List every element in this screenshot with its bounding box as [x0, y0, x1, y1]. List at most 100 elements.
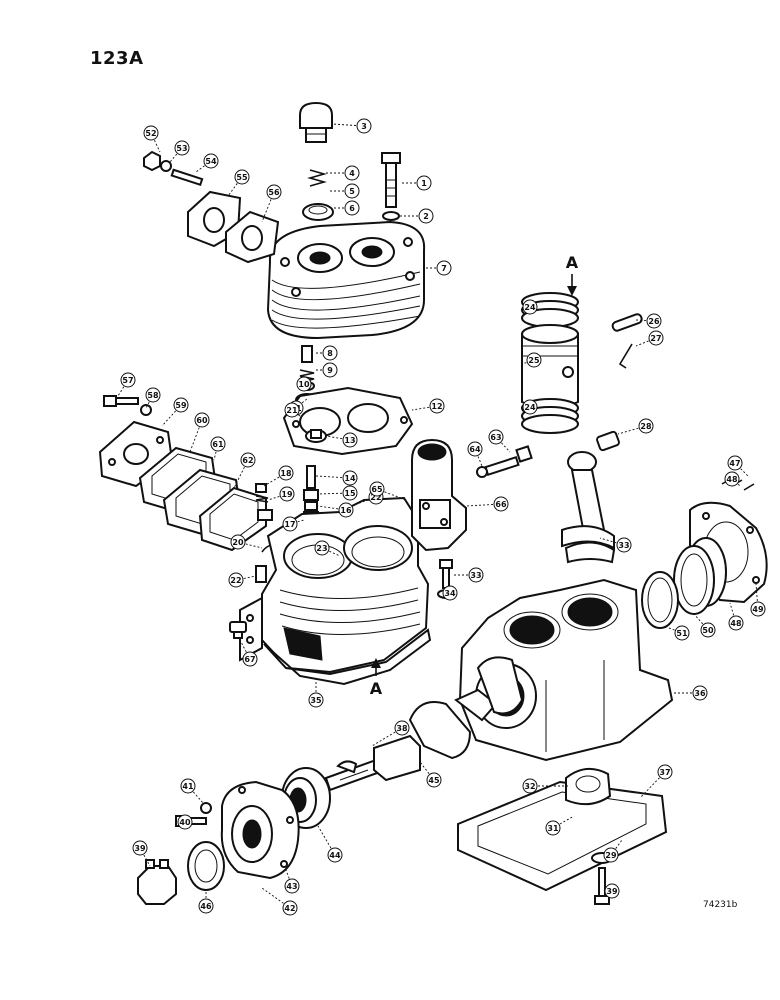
callout-circle [242, 651, 258, 667]
callout-circle [143, 125, 159, 141]
callout-circle [322, 345, 338, 361]
callout-43: 43 [284, 878, 300, 894]
callout-circle [282, 516, 298, 532]
callout-circle [426, 772, 442, 788]
callout-circle [322, 362, 338, 378]
callout-number: 63 [490, 433, 501, 442]
callout-markers: 1234567891011121314151617181920212222232… [120, 118, 766, 916]
callout-circle [173, 397, 189, 413]
leader-line [663, 625, 683, 634]
callout-44: 44 [327, 847, 343, 863]
callout-circle [648, 330, 664, 346]
callout-number: 43 [286, 882, 297, 891]
callout-number: 56 [268, 188, 280, 197]
callout-number: 62 [242, 456, 253, 465]
callout-22: 22 [228, 572, 244, 588]
leader-line [195, 160, 212, 173]
callout-number: 55 [236, 173, 248, 182]
callout-circle [344, 183, 360, 199]
callout-circle [646, 313, 662, 329]
callout-number: 49 [752, 605, 764, 614]
callout-number: 22 [230, 576, 241, 585]
callout-number: 14 [344, 474, 356, 483]
callout-circle [604, 883, 620, 899]
callout-63: 63 [488, 429, 504, 445]
callout-12: 12 [429, 398, 445, 414]
callout-23: 23 [314, 540, 330, 556]
leader-line [289, 519, 305, 525]
callout-18: 18 [278, 465, 294, 481]
callout-14: 14 [342, 470, 358, 486]
callout-39: 39 [604, 883, 620, 899]
callout-number: 35 [310, 696, 322, 705]
callout-circle [342, 432, 358, 448]
unloader-cap [299, 101, 333, 143]
callout-number: 9 [327, 366, 333, 375]
callout-10: 10 [296, 376, 312, 392]
callout-number: 27 [650, 334, 661, 343]
callout-circle [210, 436, 226, 452]
callout-57: 57 [120, 372, 136, 388]
callout-62: 62 [240, 452, 256, 468]
callout-67: 67 [242, 651, 258, 667]
callout-53: 53 [174, 140, 190, 156]
callout-66: 66 [493, 496, 509, 512]
callout-circle [526, 352, 542, 368]
leader-line [169, 147, 183, 163]
callout-circle [356, 118, 372, 134]
callout-circle [279, 486, 295, 502]
governor-bolt [476, 445, 533, 478]
leader-line [474, 448, 483, 467]
lock-pin [618, 343, 633, 369]
callout-number: 21 [286, 406, 298, 415]
flange-nut [143, 150, 172, 172]
leader-line [285, 869, 293, 887]
callout-circle [603, 847, 619, 863]
dowel-sleeve [255, 565, 267, 583]
callout-16: 16 [338, 502, 354, 518]
callout-49: 49 [750, 601, 766, 617]
rod-bushing [596, 430, 620, 452]
callout-number: 1 [421, 179, 427, 188]
figure-code: 74231b [703, 900, 738, 910]
leader-line [635, 319, 655, 322]
callout-58: 58 [145, 387, 161, 403]
callout-20: 20 [230, 534, 246, 550]
callout-circle [522, 778, 538, 794]
callout-60: 60 [194, 412, 210, 428]
callout-number: 24 [524, 303, 536, 312]
callout-number: 40 [179, 818, 191, 827]
callout-number: 47 [729, 459, 740, 468]
callout-37: 37 [657, 764, 673, 780]
callout-65: 65 [369, 481, 385, 497]
callout-circle [198, 898, 214, 914]
callout-circle [194, 412, 210, 428]
callout-circle [338, 502, 354, 518]
callout-circle [180, 778, 196, 794]
cover-bolt [103, 395, 152, 416]
callout-circle [344, 200, 360, 216]
callout-circle [442, 585, 458, 601]
callout-circle [284, 878, 300, 894]
callout-circle [342, 485, 358, 501]
callout-5: 5 [344, 183, 360, 199]
cylinder-block [239, 496, 432, 686]
inlet-gasket [225, 210, 280, 264]
callout-circle [700, 622, 716, 638]
callout-56: 56 [266, 184, 282, 200]
callout-number: 58 [147, 391, 159, 400]
callout-13: 13 [342, 432, 358, 448]
callout-17: 17 [282, 516, 298, 532]
callout-circle [230, 534, 246, 550]
crankshaft [324, 656, 524, 792]
leader-line [267, 493, 288, 501]
callout-34: 34 [442, 585, 458, 601]
base-gasket [457, 780, 668, 892]
unloader-cup [302, 203, 334, 221]
callout-number: 15 [344, 489, 356, 498]
leader-line [495, 436, 511, 453]
callout-number: 38 [396, 724, 408, 733]
callout-circle [344, 165, 360, 181]
callout-circle [282, 900, 298, 916]
